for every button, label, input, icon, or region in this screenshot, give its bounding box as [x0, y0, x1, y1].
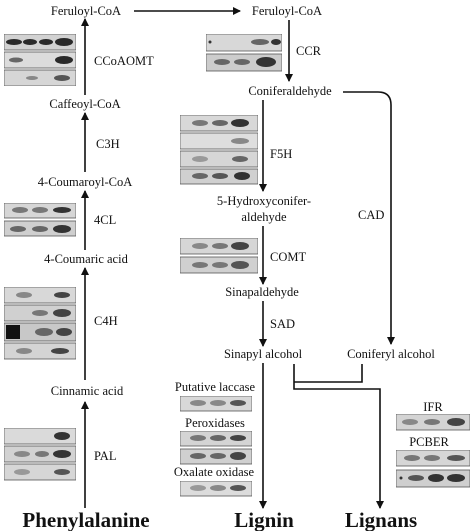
- compound-sinapaldehyde: Sinapaldehyde: [225, 285, 299, 299]
- enzyme-pcber: PCBER: [409, 435, 449, 449]
- compound-4-coumaric-acid: 4-Coumaric acid: [44, 252, 128, 266]
- enzyme-sad: SAD: [270, 317, 296, 331]
- product-phenylalanine: Phenylalanine: [22, 508, 150, 531]
- enzyme-c4h: C4H: [94, 314, 118, 328]
- blot-pal: [4, 428, 76, 481]
- enzyme-ifr: IFR: [423, 400, 443, 414]
- enzyme-ccr: CCR: [296, 44, 322, 58]
- blot-putative-laccase: [180, 396, 252, 412]
- blot-f5h: [180, 115, 258, 185]
- blot-comt: [180, 238, 258, 274]
- compound-coniferyl-alcohol: Coniferyl alcohol: [347, 347, 435, 361]
- compound-cinnamic-acid: Cinnamic acid: [50, 384, 124, 398]
- enzyme-peroxidases: Peroxidases: [185, 416, 245, 430]
- product-lignans: Lignans: [344, 508, 418, 531]
- arrow-cad-branch: [343, 91, 395, 345]
- line-coniferyl-merge: [294, 364, 363, 383]
- enzyme-ccoaomt: CCoAOMT: [94, 54, 154, 68]
- enzyme-c3h: C3H: [96, 137, 120, 151]
- blot-ccoaomt: [4, 34, 76, 86]
- enzyme-comt: COMT: [270, 250, 307, 264]
- compound-caffeoyl-coa: Caffeoyl-CoA: [49, 97, 121, 111]
- enzyme-4cl: 4CL: [94, 213, 117, 227]
- compound-feruloyl-coa-left: Feruloyl-CoA: [50, 4, 122, 18]
- blot-pcber: [396, 450, 470, 488]
- compound-feruloyl-coa-right: Feruloyl-CoA: [251, 4, 323, 18]
- blot-c4h: [4, 287, 76, 360]
- compound-4-coumaroyl-coa: 4-Coumaroyl-CoA: [37, 175, 133, 189]
- enzyme-oxalate-oxidase: Oxalate oxidase: [173, 465, 255, 479]
- enzyme-putative-laccase: Putative laccase: [174, 380, 256, 394]
- blot-peroxidases: [180, 431, 252, 465]
- blot-oxalate-oxidase: [180, 481, 252, 497]
- enzyme-pal: PAL: [94, 449, 117, 463]
- blot-ccr: [206, 34, 282, 72]
- blot-ifr: [396, 414, 470, 431]
- blot-4cl: [4, 203, 76, 237]
- compound-coniferaldehyde: Coniferaldehyde: [248, 84, 332, 98]
- line-sinapyl-merge: [293, 364, 384, 509]
- compound-sinapyl-alcohol: Sinapyl alcohol: [223, 347, 303, 361]
- compound-5-hydroxyconiferaldehyde: 5-Hydroxyconifer- aldehyde: [216, 194, 312, 224]
- product-lignin: Lignin: [234, 508, 294, 531]
- enzyme-f5h: F5H: [270, 147, 293, 161]
- enzyme-cad: CAD: [358, 208, 385, 222]
